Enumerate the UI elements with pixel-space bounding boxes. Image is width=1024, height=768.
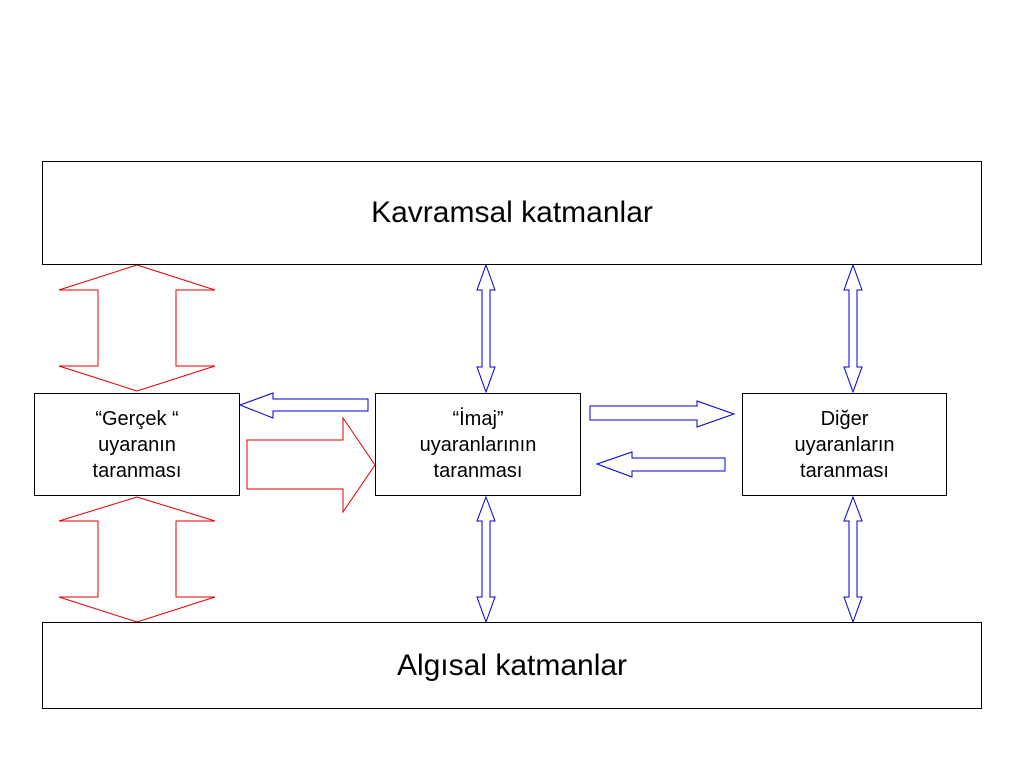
real-stimulus-line-1: “Gerçek “ bbox=[95, 407, 179, 430]
blue-double-arrow-other-bottom bbox=[843, 495, 863, 624]
blue-left-arrow-to-image bbox=[595, 451, 726, 478]
conceptual-layers-box: Kavramsal katmanlar bbox=[42, 161, 982, 265]
red-double-arrow-top bbox=[58, 264, 216, 392]
other-stimulus-line-1: Diğer bbox=[820, 407, 869, 430]
real-stimulus-line-3: taranması bbox=[92, 459, 182, 482]
blue-double-arrow-image-top bbox=[476, 263, 496, 394]
red-right-arrow bbox=[246, 416, 376, 514]
image-stimulus-line-3: taranması bbox=[433, 459, 523, 482]
other-stimulus-line-3: taranması bbox=[800, 459, 889, 482]
other-stimulus-scan-box: Diğer uyaranların taranması bbox=[742, 393, 947, 496]
red-double-arrow-bottom bbox=[58, 496, 216, 623]
blue-double-arrow-image-bottom bbox=[476, 495, 496, 624]
real-stimulus-scan-box: “Gerçek “ uyaranın taranması bbox=[34, 393, 240, 496]
blue-double-arrow-other-top bbox=[843, 263, 863, 394]
other-stimulus-line-2: uyaranların bbox=[794, 433, 895, 456]
real-stimulus-line-2: uyaranın bbox=[98, 433, 176, 456]
blue-right-arrow-to-other bbox=[589, 400, 736, 428]
image-stimulus-scan-box: “İmaj” uyaranlarının taranması bbox=[375, 393, 581, 496]
conceptual-layers-label: Kavramsal katmanlar bbox=[371, 196, 653, 229]
blue-left-arrow-to-real bbox=[238, 392, 369, 419]
perceptual-layers-label: Algısal katmanlar bbox=[396, 648, 628, 682]
perceptual-layers-box: Algısal katmanlar bbox=[42, 622, 982, 709]
image-stimulus-line-1: “İmaj” bbox=[452, 407, 504, 430]
image-stimulus-line-2: uyaranlarının bbox=[419, 433, 537, 456]
